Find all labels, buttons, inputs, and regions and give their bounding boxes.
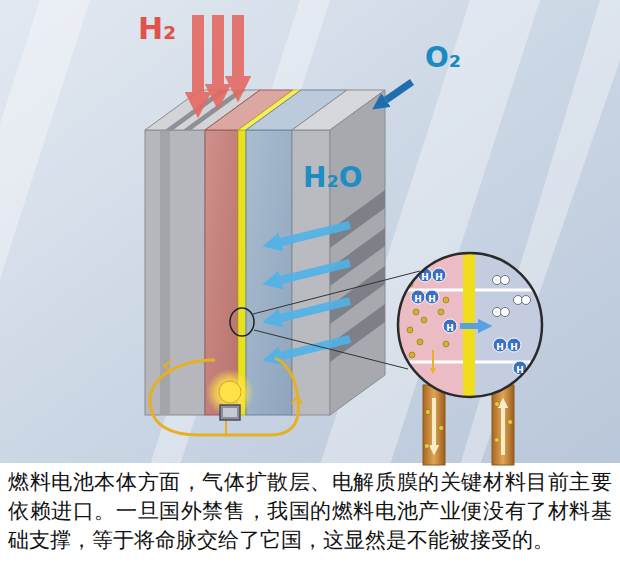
atom-label: H xyxy=(516,366,524,375)
gas-label: H₂O xyxy=(303,164,363,192)
light-bulb xyxy=(219,381,241,403)
atom-label-box: H xyxy=(435,266,443,284)
zoom-callout xyxy=(230,271,420,369)
bulb-glow xyxy=(206,369,254,417)
atom-label-box: H xyxy=(421,266,429,284)
atom-label: H xyxy=(496,343,504,352)
oxygen-arrow xyxy=(386,82,412,100)
external-circuit xyxy=(150,358,302,435)
atom-label: H xyxy=(510,343,518,352)
atom-label: H xyxy=(428,295,436,304)
atom-label: H xyxy=(446,324,454,333)
atom-label-box: H xyxy=(510,336,518,354)
gas-label: O₂ xyxy=(425,44,461,72)
gas-label-box: H₂O xyxy=(303,164,363,192)
atom-label-box: H xyxy=(446,317,454,335)
caption-box: 燃料电池本体方面，气体扩散层、电解质膜的关键材料目前主要依赖进口。一旦国外禁售，… xyxy=(8,468,612,555)
magnified-view xyxy=(398,253,542,397)
atom-label-box: H xyxy=(496,336,504,354)
water-arrows xyxy=(281,225,350,356)
caption-text: 燃料电池本体方面，气体扩散层、电解质膜的关键材料目前主要依赖进口。一旦国外禁售，… xyxy=(8,468,612,555)
gas-label: H₂ xyxy=(138,14,176,44)
gas-label-box: H₂ xyxy=(138,14,176,44)
atom-label: H xyxy=(421,273,429,282)
gas-label-box: O₂ xyxy=(425,44,461,72)
atom-label-box: H xyxy=(428,288,436,306)
atom-label: H xyxy=(435,273,443,282)
hydrogen-arrows xyxy=(198,15,238,92)
atom-label-box: H xyxy=(516,359,524,377)
atom-label-box: H xyxy=(414,288,422,306)
atom-label: H xyxy=(414,295,422,304)
